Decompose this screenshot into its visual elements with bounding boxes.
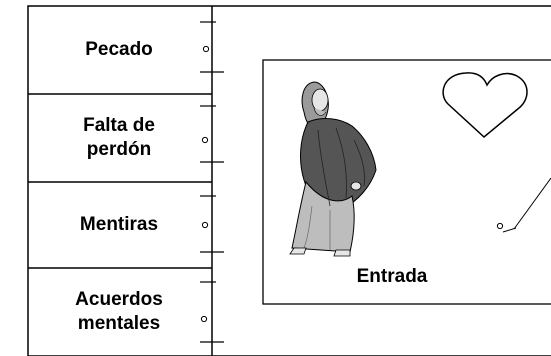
list-item-label-line: mentales [77,313,161,334]
picture-frame [262,59,551,305]
picture-caption: Entrada [356,266,428,287]
list-item-acuerdos-mentales: Acuerdos mentales [44,268,194,356]
list-frame [27,5,551,356]
row-marker-circle [201,136,209,144]
row-marker-circle [202,45,210,53]
hinge-circle [496,222,504,230]
list-item-label-line: Falta de [83,115,155,136]
swing-line [513,177,551,230]
row-marker-circle [201,221,209,229]
robed-figure-illustration [289,81,377,257]
list-item-label-line: Pecado [85,39,153,60]
list-item-label-line: Acuerdos [75,289,163,310]
list-item-label-line: perdón [86,139,152,160]
row-marker-circle [200,315,208,323]
list-item-pecado: Pecado [44,6,194,94]
list-item-label-line: Mentiras [79,214,159,235]
list-item-mentiras: Mentiras [44,182,194,268]
tick-marks [200,21,224,343]
list-item-falta-de-perdon: Falta de perdón [44,94,194,182]
heart-icon [442,72,528,138]
